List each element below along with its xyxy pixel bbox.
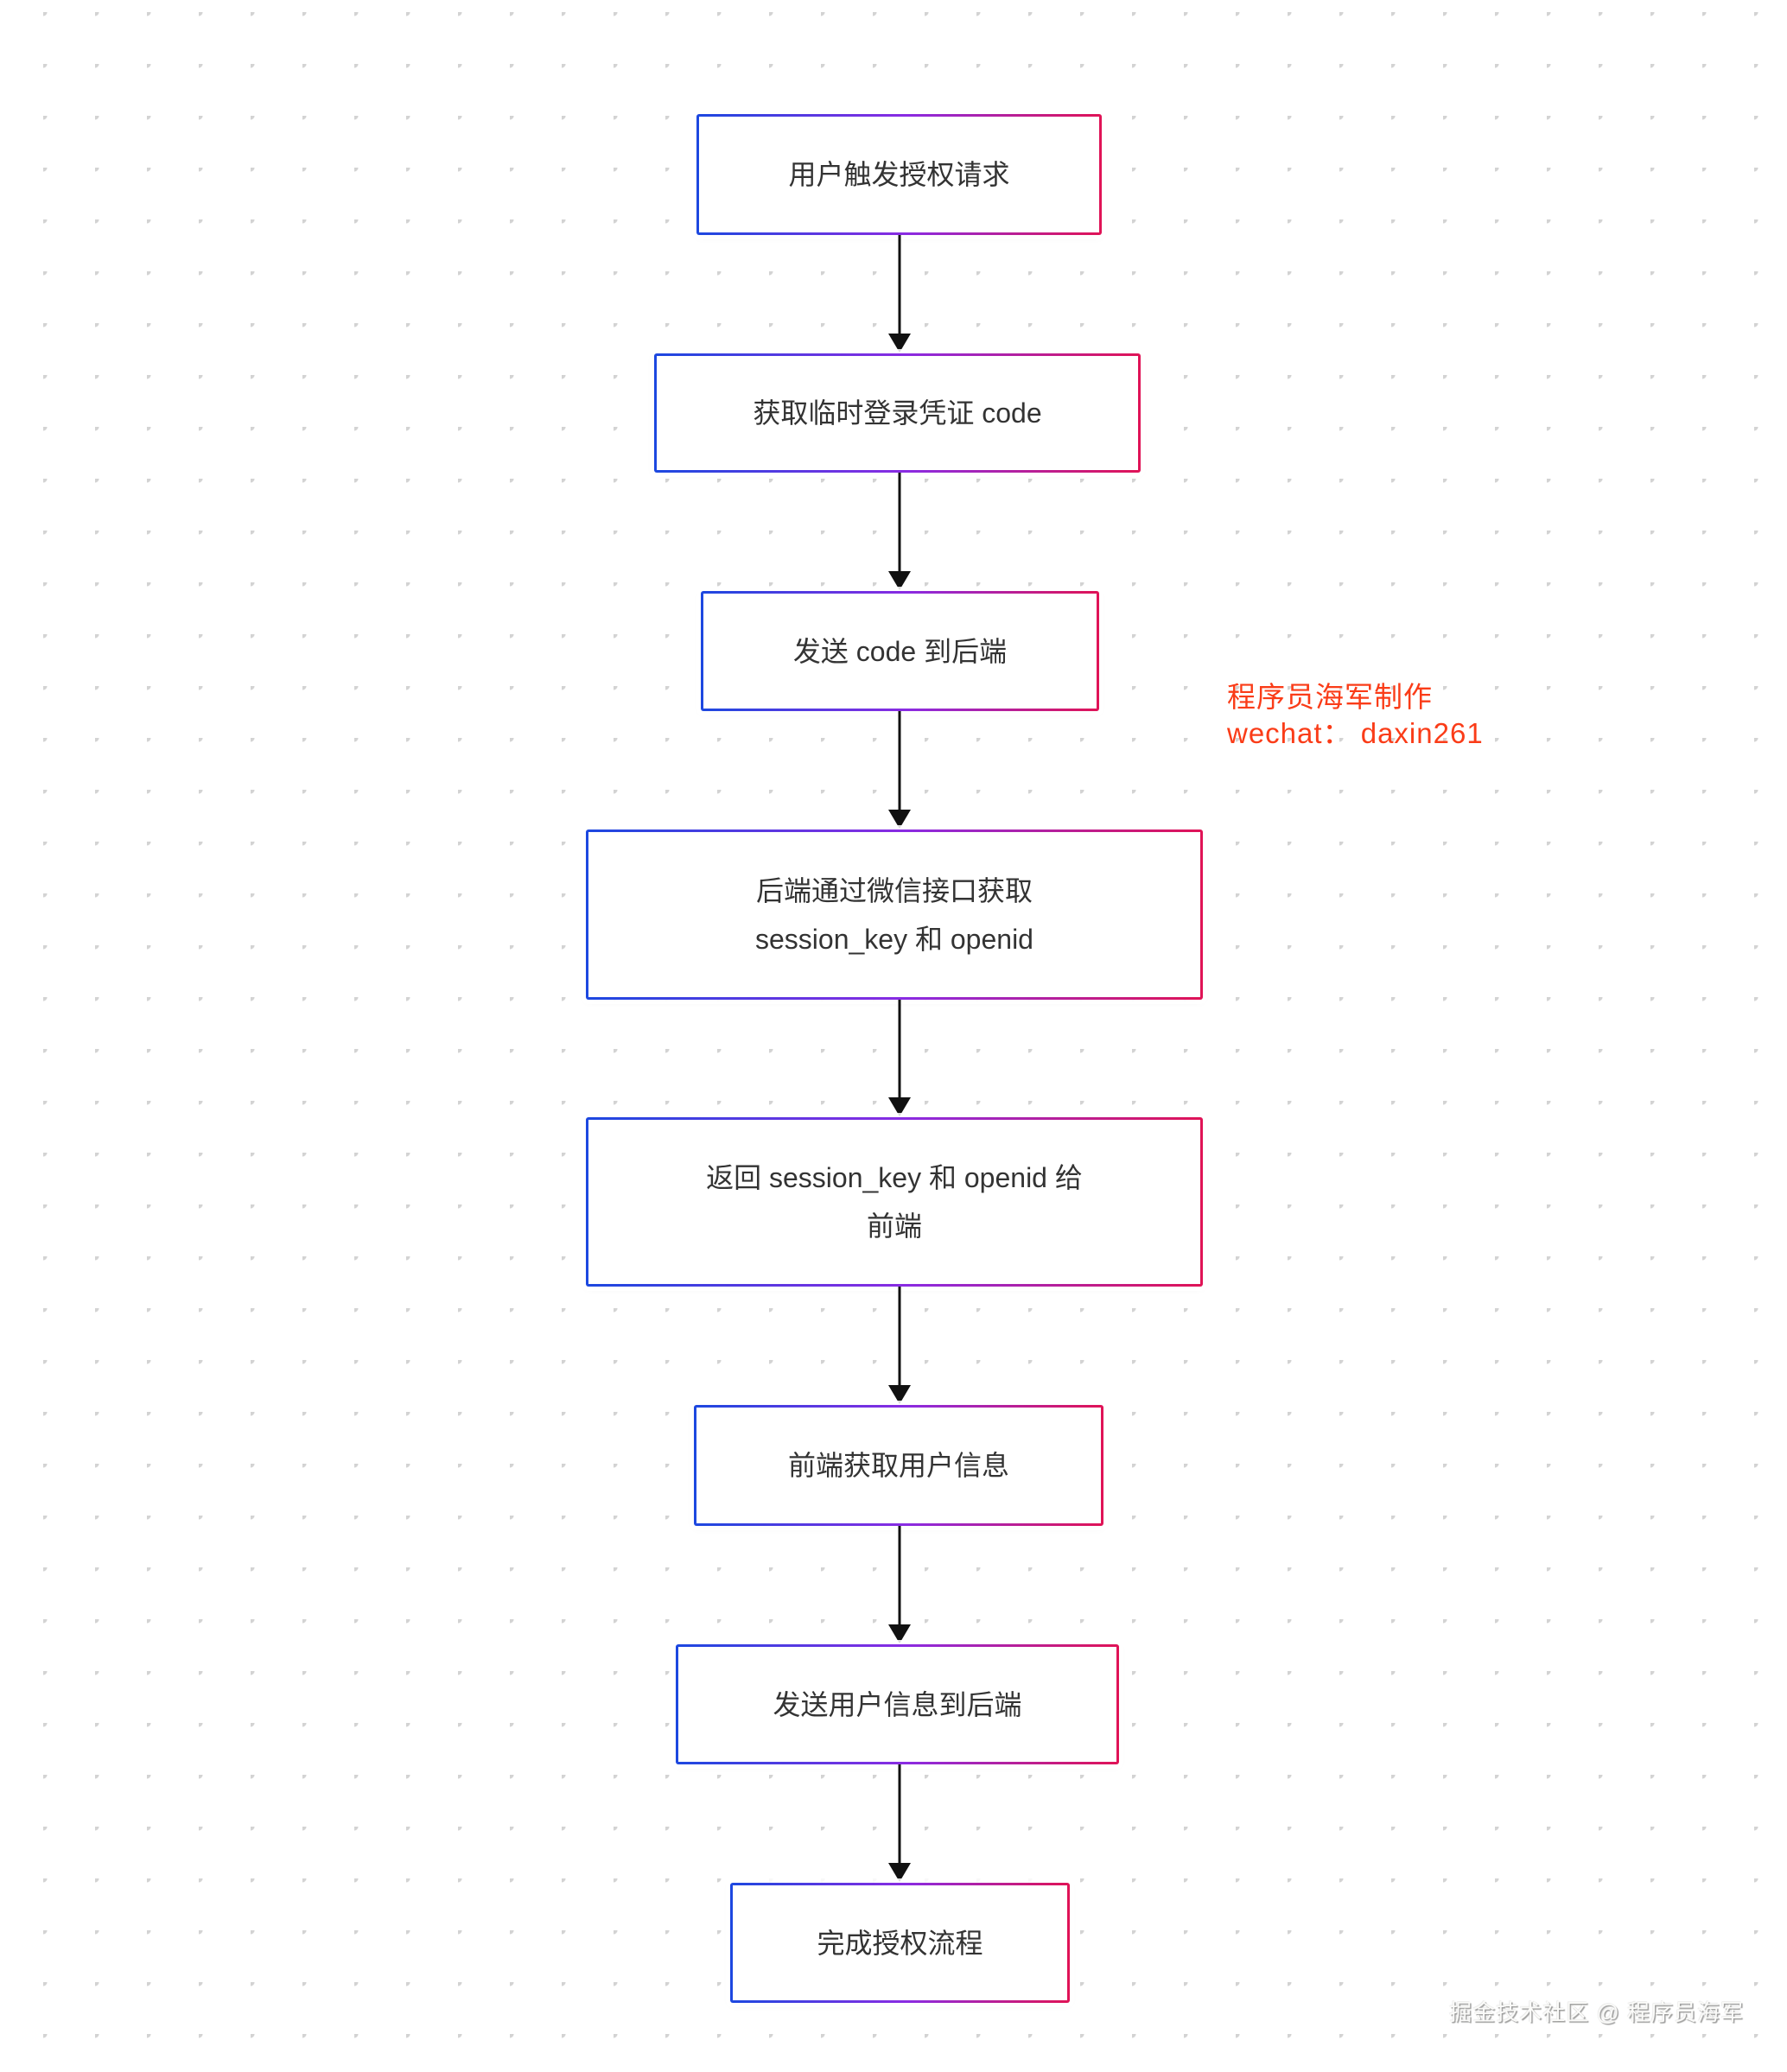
flow-arrow-2 xyxy=(888,473,911,590)
flow-node-label: 后端通过微信接口获取 session_key 和 openid xyxy=(755,874,1033,955)
arrowhead-down-icon xyxy=(888,1385,911,1404)
flow-node-get-temp-login-code: 获取临时登录凭证 code xyxy=(654,353,1141,473)
flow-node-label: 发送用户信息到后端 xyxy=(773,1688,1022,1720)
watermark: 掘金技术社区 @ 程序员海军 xyxy=(1449,1999,1744,2025)
flow-arrow-5 xyxy=(888,1287,911,1404)
flow-node-label: 返回 session_key 和 openid 给 前端 xyxy=(706,1162,1083,1242)
flow-node-complete-auth-flow: 完成授权流程 xyxy=(730,1883,1070,2003)
flow-node-trigger-auth-request: 用户触发授权请求 xyxy=(696,114,1102,235)
flow-arrow-7 xyxy=(888,1764,911,1882)
flow-node-label: 获取临时登录凭证 code xyxy=(753,397,1042,429)
flow-node-label: 发送 code 到后端 xyxy=(792,635,1008,667)
arrowhead-down-icon xyxy=(888,1097,911,1116)
author-annotation-line1: 程序员海军制作 xyxy=(1227,681,1433,713)
author-annotation: 程序员海军制作 wechat： daxin261 xyxy=(1227,679,1484,752)
arrow-shaft xyxy=(898,711,901,813)
flow-node-backend-fetch-session: 后端通过微信接口获取 session_key 和 openid xyxy=(586,829,1203,1000)
flow-node-return-session-to-frontend: 返回 session_key 和 openid 给 前端 xyxy=(586,1117,1203,1287)
flow-node-label: 用户触发授权请求 xyxy=(788,159,1010,190)
arrow-shaft xyxy=(898,1764,901,1866)
arrowhead-down-icon xyxy=(888,810,911,829)
arrow-shaft xyxy=(898,235,901,337)
flow-node-label: 完成授权流程 xyxy=(817,1927,983,1959)
flow-arrow-1 xyxy=(888,235,911,353)
arrowhead-down-icon xyxy=(888,1863,911,1882)
arrow-shaft xyxy=(898,473,901,575)
flow-node-label: 前端获取用户信息 xyxy=(787,1450,1009,1481)
flow-node-send-code-to-backend: 发送 code 到后端 xyxy=(701,591,1099,711)
flow-arrow-6 xyxy=(888,1526,911,1643)
flow-node-frontend-get-userinfo: 前端获取用户信息 xyxy=(694,1405,1103,1526)
arrow-shaft xyxy=(898,1287,901,1389)
flow-node-send-userinfo-to-backend: 发送用户信息到后端 xyxy=(676,1644,1119,1764)
arrowhead-down-icon xyxy=(888,1624,911,1643)
flow-arrow-3 xyxy=(888,711,911,829)
flow-arrow-4 xyxy=(888,1000,911,1116)
arrowhead-down-icon xyxy=(888,571,911,590)
author-annotation-line2: wechat： daxin261 xyxy=(1227,717,1484,749)
arrowhead-down-icon xyxy=(888,334,911,353)
arrow-shaft xyxy=(898,1000,901,1101)
arrow-shaft xyxy=(898,1526,901,1628)
